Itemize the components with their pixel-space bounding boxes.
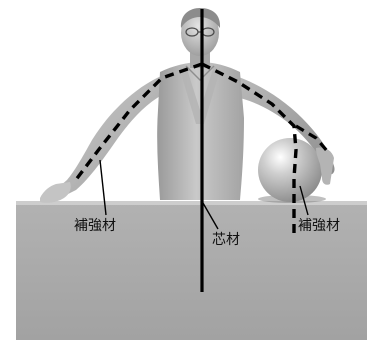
- collar: [185, 65, 215, 81]
- leader-left: [99, 159, 107, 216]
- reinforcement-line-right-hand: [295, 124, 330, 154]
- head: [181, 10, 219, 56]
- reinforcement-label-right: 補強材: [298, 218, 340, 234]
- sphere: [258, 138, 334, 203]
- base-block: [16, 201, 367, 340]
- right-hand: [316, 147, 334, 185]
- left-hand: [40, 182, 71, 203]
- left-arm: [42, 74, 168, 202]
- lapels: [180, 66, 220, 124]
- leader-right: [299, 185, 309, 216]
- reinforcement-line-right: [201, 62, 298, 236]
- reinforcement-label-left: 補強材: [74, 218, 116, 234]
- right-arm: [230, 74, 335, 175]
- leader-core: [202, 202, 219, 230]
- hair: [180, 8, 221, 28]
- core-label: 芯材: [212, 232, 240, 248]
